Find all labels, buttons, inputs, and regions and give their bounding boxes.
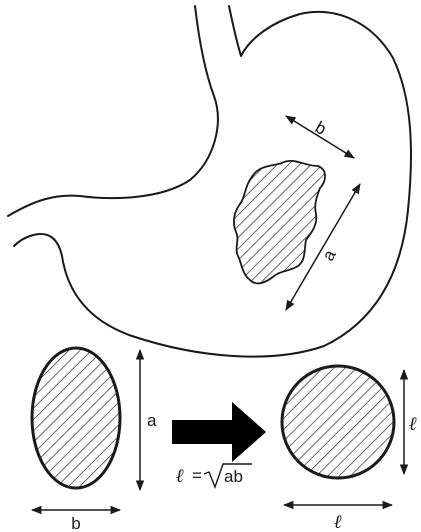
ellipse-a-label: a [147,411,157,430]
stomach-a-label: a [319,246,340,264]
right-arrow-icon [172,402,266,462]
equivalent-circle [282,366,394,478]
svg-text:ℓ: ℓ [176,466,184,487]
ellipse-b-label: b [71,514,80,532]
stomach-b-label: b [312,118,330,139]
circle-l-right-label: ℓ [409,414,417,435]
tumor-ellipse [32,348,120,488]
formula: ℓ = ab [176,464,252,487]
svg-text:=: = [192,466,202,485]
stomach-outline [8,6,411,357]
tumor [234,161,325,284]
svg-text:ab: ab [224,467,243,486]
circle-l-bottom-label: ℓ [334,512,342,532]
